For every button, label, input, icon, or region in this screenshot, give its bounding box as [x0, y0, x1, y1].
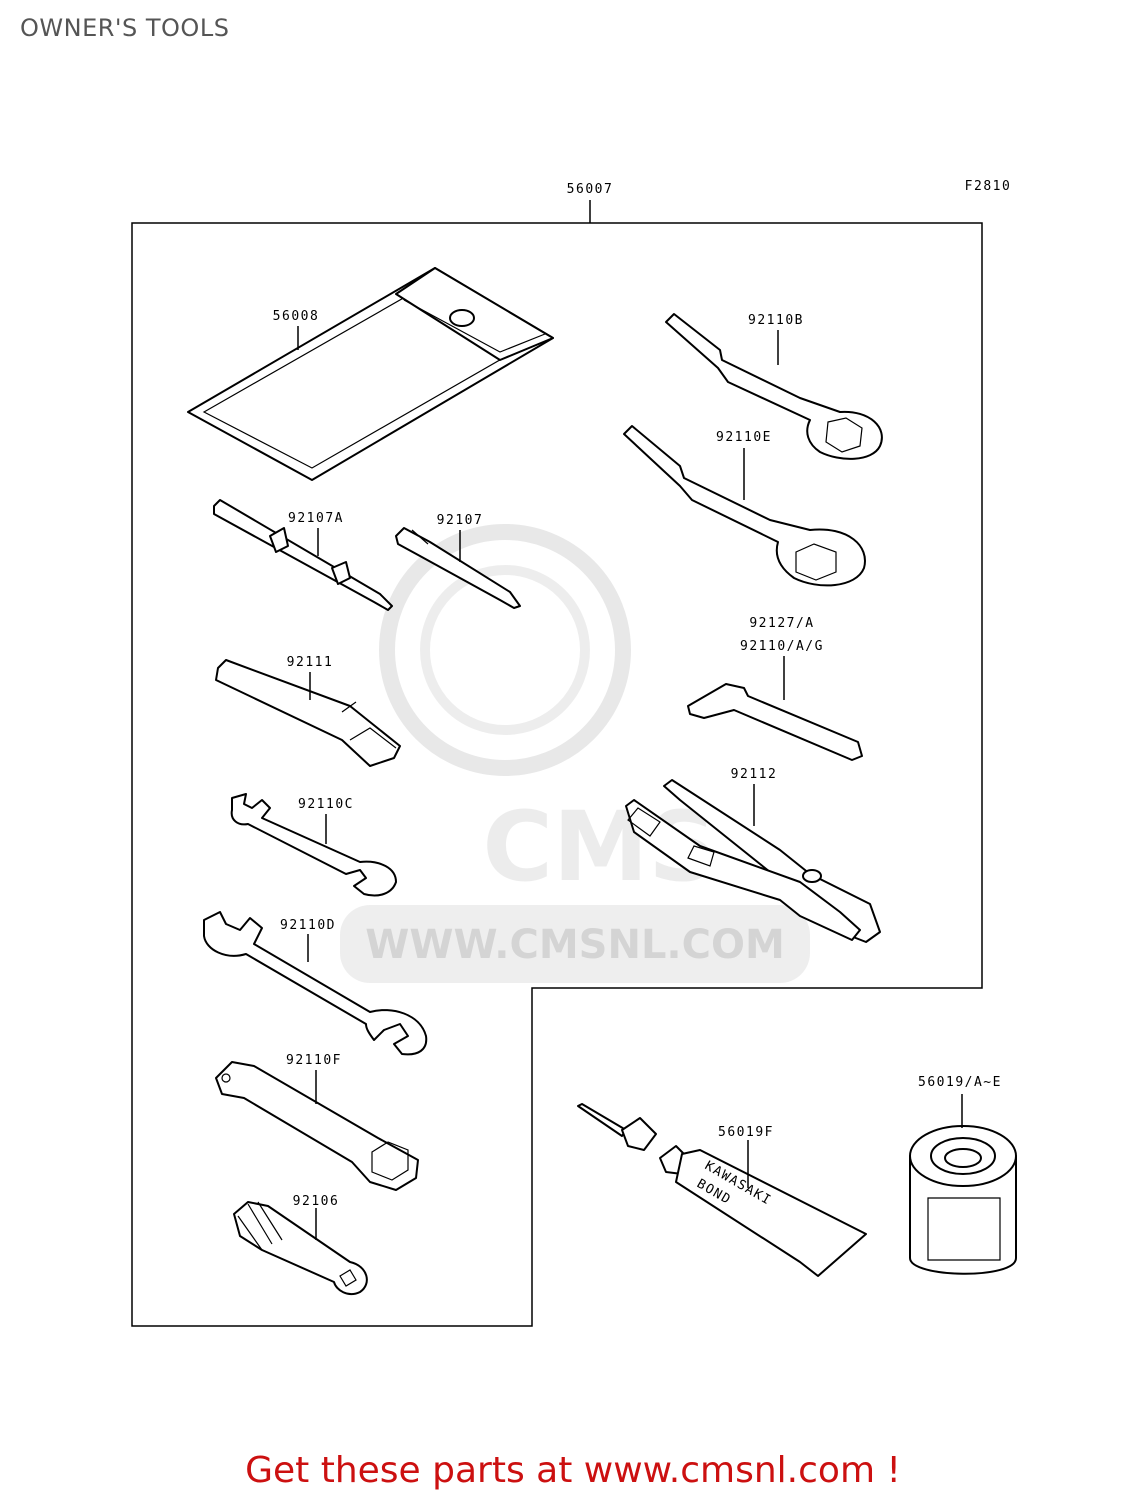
label-92111: 92111 — [287, 655, 334, 670]
watermark-text: WWW.CMSNL.COM — [365, 922, 785, 968]
label-92127a: 92127/A — [749, 616, 814, 631]
box-wrench-b: 92110B — [665, 313, 883, 460]
watermark: WWW.CMSNL.COM CMS — [340, 524, 810, 983]
wrench-d: 92110D — [203, 911, 428, 1056]
kit-frame: 56007 F2810 — [131, 179, 1012, 1327]
label-92110d: 92110D — [280, 918, 336, 933]
oil-filter: 56019/A~E — [909, 1075, 1017, 1275]
label-92107a: 92107A — [288, 511, 344, 526]
valve-tool: 92106 — [233, 1194, 368, 1296]
label-92110f: 92110F — [286, 1053, 342, 1068]
wrench-c: 92110C — [230, 793, 397, 897]
label-56019a-e: 56019/A~E — [918, 1075, 1002, 1090]
screwdriver: 92107 — [395, 513, 521, 609]
label-92106: 92106 — [293, 1194, 340, 1209]
label-56008: 56008 — [273, 309, 320, 324]
page-title: OWNER'S TOOLS — [20, 14, 230, 42]
screwdriver-a: 92107A — [213, 499, 393, 611]
label-92110c: 92110C — [298, 797, 354, 812]
plug-wrench: 92110F — [215, 1053, 419, 1191]
hex-key: 92127/A 92110/A/G — [687, 616, 863, 761]
pliers: 92112 — [625, 767, 881, 943]
figure-code: F2810 — [965, 179, 1012, 194]
label-92110e: 92110E — [716, 430, 772, 445]
box-wrench-e: 92110E — [623, 425, 866, 587]
label-92107: 92107 — [437, 513, 484, 528]
handle-bar: 92111 — [215, 655, 401, 767]
tool-pouch: 56008 — [187, 267, 554, 481]
label-92112: 92112 — [731, 767, 778, 782]
label-56007: 56007 — [567, 182, 614, 197]
footer-promo-text[interactable]: Get these parts at www.cmsnl.com ! — [245, 1450, 901, 1491]
label-56019f: 56019F — [718, 1125, 774, 1140]
parts-diagram: WWW.CMSNL.COM CMS 56007 F2810 56008 9211… — [131, 179, 1017, 1327]
label-92110b: 92110B — [748, 313, 804, 328]
bond-tube: KAWASAKI BOND 56019F — [577, 1103, 867, 1277]
label-92110ag: 92110/A/G — [740, 639, 824, 654]
